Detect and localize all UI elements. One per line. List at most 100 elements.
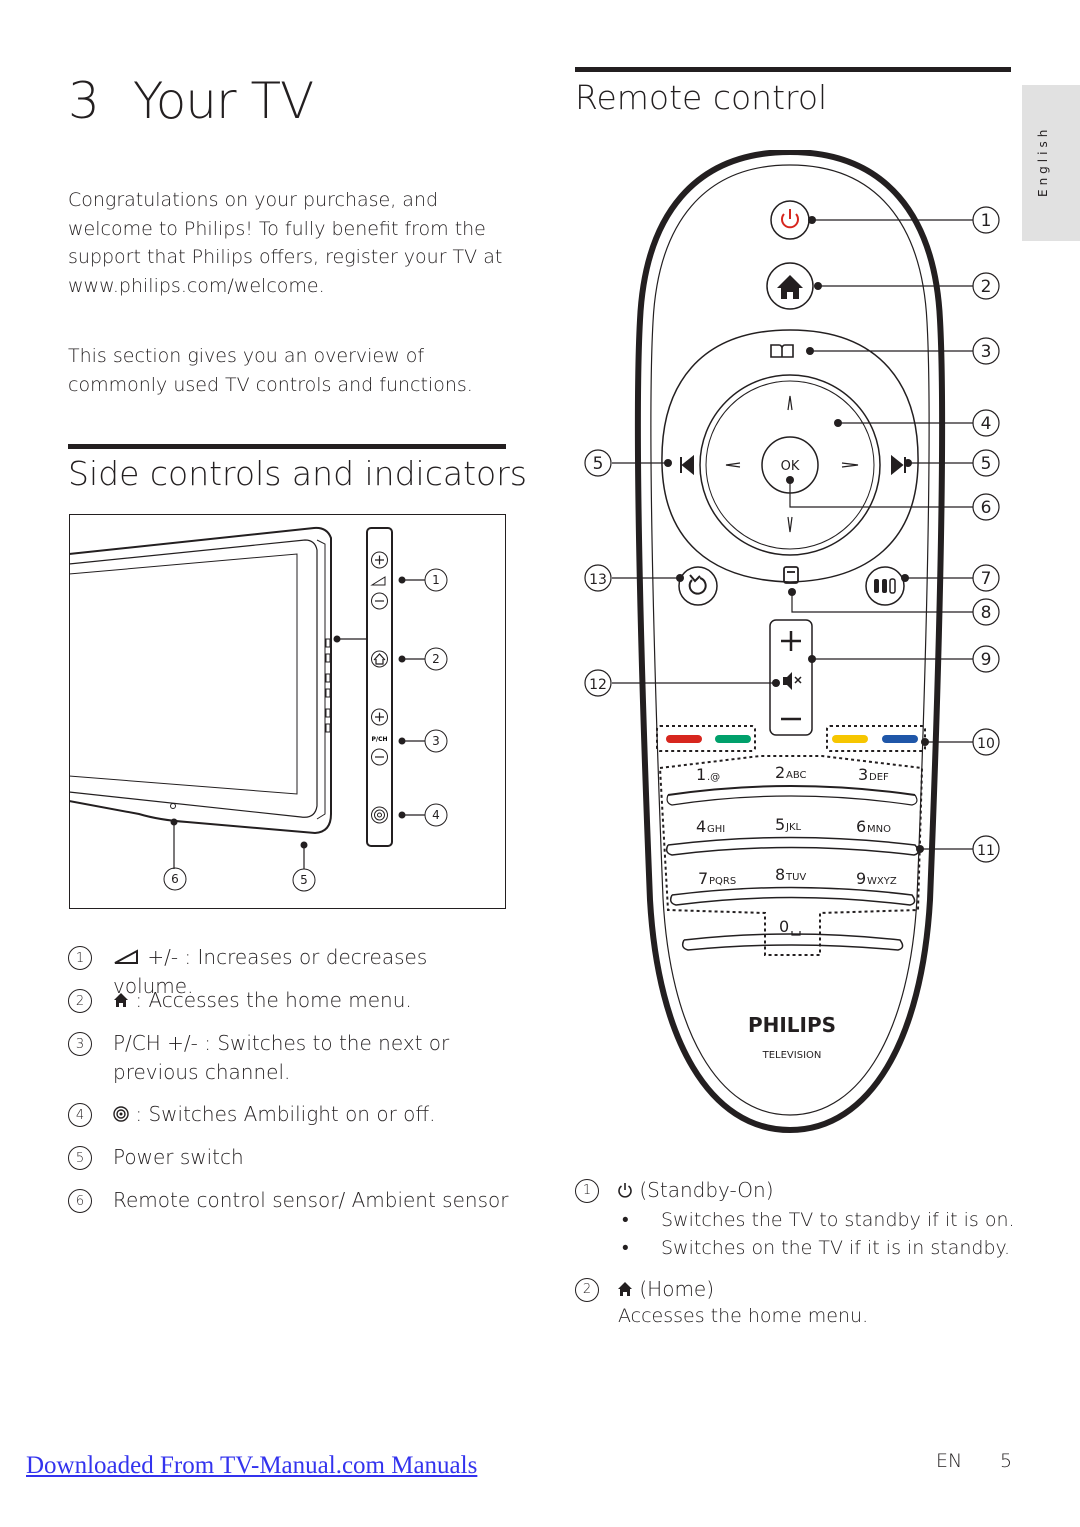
key-1-sub: .@ xyxy=(707,772,720,783)
home-button xyxy=(766,262,814,310)
tv-illustration xyxy=(69,526,332,835)
volume-rocker xyxy=(769,619,813,736)
brand-logo: PHILIPS xyxy=(748,1013,836,1037)
key-1: 1 xyxy=(696,765,706,784)
nav-cluster xyxy=(661,329,919,583)
diagram-callout: 2 xyxy=(432,652,440,666)
adjust-button xyxy=(865,566,905,606)
section-rule xyxy=(68,444,506,449)
key-5: 5 xyxy=(775,815,785,834)
language-tab-label: English xyxy=(1036,125,1050,197)
rc-callout: 10 xyxy=(977,736,995,752)
rc-callout: 5 xyxy=(593,454,604,474)
side-item-text: : Accesses the home menu. xyxy=(135,988,412,1012)
guide-icon xyxy=(770,344,794,358)
power-icon xyxy=(618,1183,632,1198)
ch-plus-icon xyxy=(371,708,388,726)
section-rule xyxy=(575,67,1011,72)
arrow-up-icon xyxy=(787,395,793,411)
ambilight-button-icon xyxy=(371,806,388,824)
key-2-sub: ABC xyxy=(786,770,807,781)
remote-control-diagram: OK 1 .@ 2 ABC 3 DEF 4 GHI xyxy=(584,150,1000,1134)
intro-paragraph: Congratulations on your purchase, and we… xyxy=(68,189,503,297)
rc-item-bullet: Switches the TV to standby if it is on. xyxy=(575,1206,1020,1234)
volume-plus-icon xyxy=(781,631,801,651)
key-5-sub: JKL xyxy=(785,822,802,833)
key-7-sub: PQRS xyxy=(709,876,736,887)
key-7: 7 xyxy=(698,869,708,888)
side-controls-heading: Side controls and indicators xyxy=(68,454,527,493)
key-9: 9 xyxy=(856,869,866,888)
nav-ring xyxy=(699,374,881,556)
previous-icon xyxy=(680,454,694,476)
side-item-ambilight: 4 : Switches Ambilight on or off. xyxy=(68,1100,436,1129)
brand-sub: TELEVISION xyxy=(762,1050,822,1061)
rc-callout: 9 xyxy=(981,650,992,670)
home-icon xyxy=(777,275,803,299)
diagram-callout: 4 xyxy=(432,808,440,822)
key-3-sub: DEF xyxy=(869,772,889,783)
key-6-sub: MNO xyxy=(867,824,891,835)
home-icon xyxy=(114,993,128,1007)
side-item-home: 2 : Accesses the home menu. xyxy=(68,986,412,1015)
footer-lang: EN xyxy=(936,1450,963,1472)
vol-plus-icon xyxy=(371,551,388,569)
volume-icon xyxy=(370,576,386,586)
space-icon xyxy=(791,931,801,936)
rc-callout: 13 xyxy=(589,572,607,588)
rc-item-home: 2 (Home) Accesses the home menu. xyxy=(575,1275,1020,1327)
arrow-right-icon xyxy=(841,462,859,468)
side-item-text: +/- : Increases or decreases volume. xyxy=(113,945,428,998)
key-8-sub: TUV xyxy=(785,872,806,883)
power-icon xyxy=(781,213,799,229)
side-item-sensor: 6 Remote control sensor/ Ambient sensor xyxy=(68,1186,508,1215)
rc-item-bullet: Switches on the TV if it is in standby. xyxy=(575,1234,1020,1262)
key-4: 4 xyxy=(696,817,706,836)
diagram-callout: 3 xyxy=(432,734,440,748)
arrow-down-icon xyxy=(787,516,793,533)
side-item-channel: 3 P/CH +/- : Switches to the next or pre… xyxy=(68,1029,513,1087)
overview-paragraph: This section gives you an overview of co… xyxy=(68,345,473,396)
language-tab: English xyxy=(1022,85,1080,241)
rc-callout: 5 xyxy=(981,454,992,474)
key-0: 0 xyxy=(779,917,789,936)
back-icon xyxy=(688,577,707,595)
side-controls-diagram: P/CH 1 2 3 4 5 6 xyxy=(69,514,506,909)
side-item-text: P/CH +/- : Switches to the next or previ… xyxy=(113,1031,450,1084)
next-icon xyxy=(891,454,906,476)
remote-body xyxy=(634,150,946,1134)
volume-icon xyxy=(114,949,138,964)
chapter-number: 3 xyxy=(68,72,100,130)
arrow-left-icon xyxy=(725,462,741,468)
item-marker: 3 xyxy=(68,1032,92,1056)
diagram-callout: 5 xyxy=(300,873,308,887)
item-marker: 1 xyxy=(575,1179,599,1203)
chapter-title-text: Your TV xyxy=(132,72,314,130)
yellow-key xyxy=(832,735,868,743)
rc-callout: 1 xyxy=(981,211,992,231)
side-item-power: 5 Power switch xyxy=(68,1143,244,1172)
key-9-sub: WXYZ xyxy=(867,876,897,887)
item-marker: 2 xyxy=(68,989,92,1013)
back-button xyxy=(678,566,718,606)
download-link[interactable]: Downloaded From TV-Manual.com Manuals xyxy=(26,1452,478,1479)
pch-label: P/CH xyxy=(371,736,387,743)
page-number: 5 xyxy=(1000,1450,1013,1472)
key-8: 8 xyxy=(775,865,785,884)
diagram-frame xyxy=(69,514,506,909)
side-item-volume: 1 +/- : Increases or decreases volume. xyxy=(68,943,513,1001)
ok-label: OK xyxy=(781,459,800,474)
control-panel: P/CH xyxy=(366,527,393,847)
item-marker: 5 xyxy=(68,1146,92,1170)
rc-callout: 7 xyxy=(981,569,992,589)
rc-callout: 4 xyxy=(981,414,992,434)
adjust-icon xyxy=(874,578,896,594)
green-key xyxy=(715,735,751,743)
key-6: 6 xyxy=(856,817,866,836)
diagram-callout: 6 xyxy=(171,872,179,886)
rc-callout: 6 xyxy=(981,498,992,518)
side-item-text: : Switches Ambilight on or off. xyxy=(135,1102,436,1126)
side-item-text: Power switch xyxy=(113,1145,244,1169)
item-marker: 2 xyxy=(575,1278,599,1302)
key-2: 2 xyxy=(775,763,785,782)
